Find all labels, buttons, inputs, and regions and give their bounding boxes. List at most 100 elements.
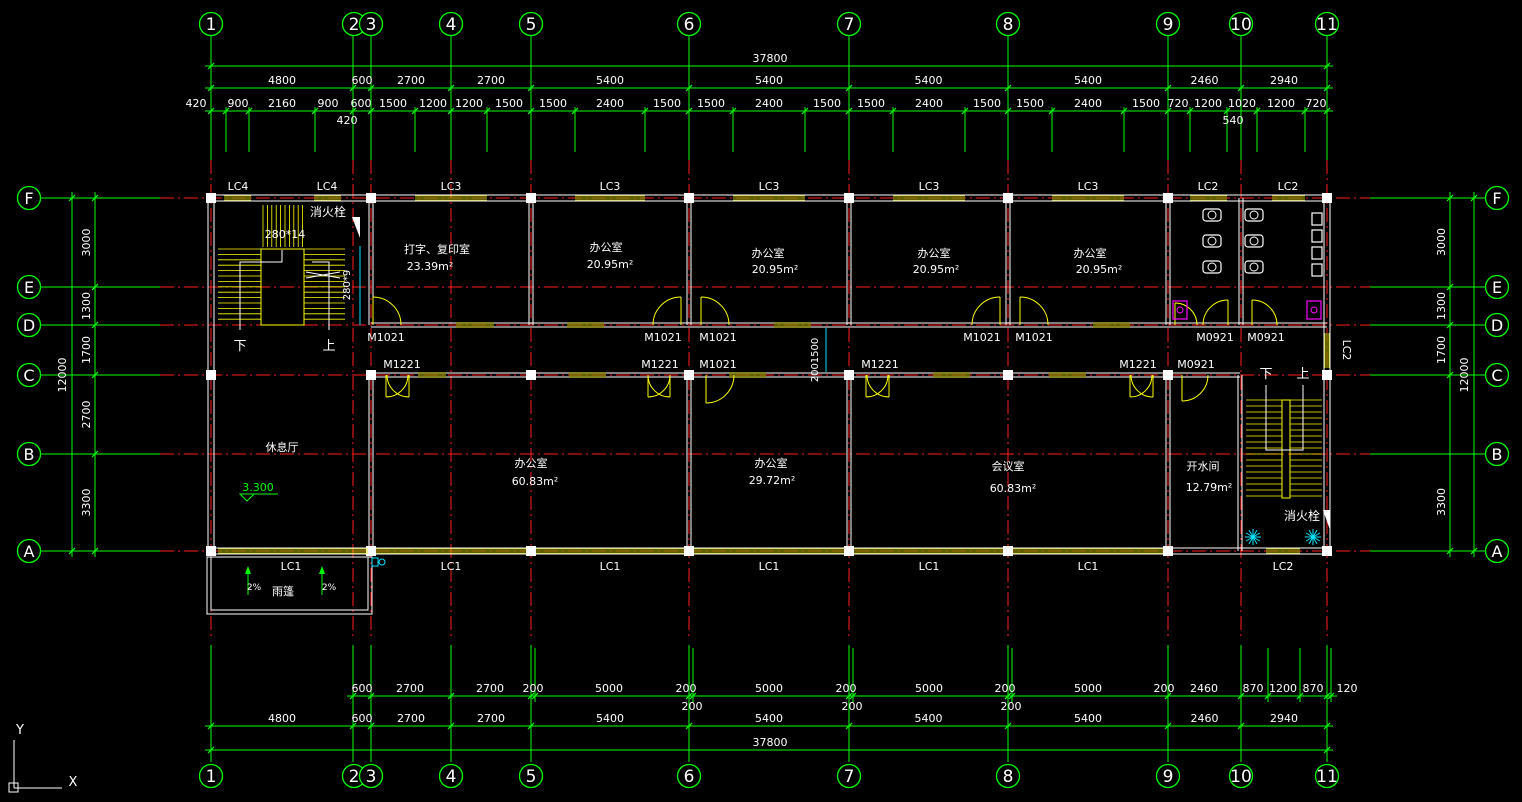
bottom-overall-dim: 37800	[753, 736, 788, 749]
bubble-label: 3	[366, 767, 377, 787]
dim-text: 2940	[1270, 712, 1298, 725]
room-area: 20.95m²	[1076, 263, 1123, 276]
left-total-dim: 12000	[56, 358, 69, 393]
top-overall-dim: 37800	[753, 52, 788, 65]
dim-text: 5400	[755, 74, 783, 87]
dim-tick	[68, 547, 76, 555]
plant-symbol	[1245, 532, 1254, 538]
bubble-circle	[198, 763, 224, 789]
pipe-marker	[378, 558, 386, 566]
toilet-bowl	[1249, 210, 1259, 220]
bubble-circle	[438, 763, 464, 789]
structural-column	[1322, 193, 1332, 203]
dim-tick	[207, 746, 215, 754]
door-swing	[372, 296, 402, 326]
dim-text: 5400	[915, 712, 943, 725]
stair-down-left: 下	[233, 339, 246, 354]
dim-text: 420	[186, 97, 207, 110]
toilet-fixture	[1202, 208, 1222, 222]
grid-bubble-row: A	[16, 538, 42, 564]
stair-up-left: 上	[322, 339, 335, 354]
dim-text: 900	[318, 97, 339, 110]
stair-well	[1281, 399, 1291, 499]
dim-text: 1200	[455, 97, 483, 110]
structural-column	[844, 370, 854, 380]
bubble-label: C	[23, 366, 34, 385]
stair-arrow	[1265, 385, 1304, 451]
room-name: 办公室	[590, 240, 623, 254]
toilet-fixture	[1244, 234, 1264, 248]
dim-text: 1700	[80, 336, 93, 364]
bubble-circle	[1484, 185, 1510, 211]
structural-column	[1003, 546, 1013, 556]
dimension-lines	[68, 62, 1478, 754]
bubble-circle	[16, 538, 42, 564]
grid-bubble-row: C	[1484, 362, 1510, 388]
structural-column	[206, 546, 216, 556]
grid-bubble-col: 9	[1155, 11, 1181, 37]
toilet-fixture	[1244, 208, 1264, 222]
grid-bubble-col: 7	[836, 11, 862, 37]
grid-bubble-row: B	[16, 441, 42, 467]
basin-fixture	[1306, 300, 1322, 320]
window-label: LC1	[600, 560, 621, 573]
grid-bubble-col: 4	[438, 763, 464, 789]
hydrant-marker	[352, 217, 360, 238]
bubble-label: 9	[1163, 15, 1174, 35]
dim-text: 2700	[476, 682, 504, 695]
bubble-circle	[198, 11, 224, 37]
canopy-label: 雨篷	[272, 584, 294, 598]
dim-text: 600	[352, 682, 373, 695]
dim-tick	[1470, 547, 1478, 555]
room-name: 打字、复印室	[404, 242, 470, 256]
plant-symbol	[1312, 532, 1321, 538]
dim-text: 1200	[419, 97, 447, 110]
dim-text: 1500	[539, 97, 567, 110]
dim-text: 3300	[80, 489, 93, 517]
level-triangle	[238, 493, 256, 502]
plant-symbol	[1312, 536, 1321, 542]
bubble-circle	[1484, 362, 1510, 388]
bubble-circle	[518, 11, 544, 37]
dim-tick	[1323, 746, 1331, 754]
dim-text: 5000	[915, 682, 943, 695]
bubble-circle	[836, 763, 862, 789]
door-swing	[865, 374, 889, 398]
structural-column	[1163, 370, 1173, 380]
grid-bubble-col: 11	[1314, 11, 1340, 37]
bubble-label: 6	[684, 767, 695, 787]
dim-text: 1500	[697, 97, 725, 110]
dim-text: 200	[836, 682, 857, 695]
toilet-fixture	[1202, 234, 1222, 248]
bubble-circle	[1484, 274, 1510, 300]
grid-bubble-row: D	[16, 312, 42, 338]
dim-text: 2460	[1190, 682, 1218, 695]
structural-column	[1163, 546, 1173, 556]
dim-text: 5400	[755, 712, 783, 725]
door-label: M1021	[699, 331, 737, 344]
window-label: LC1	[441, 560, 462, 573]
bubble-circle	[16, 441, 42, 467]
structural-column	[1003, 370, 1013, 380]
window-label: LC2	[1340, 340, 1353, 361]
dim-text: 3300	[1435, 488, 1448, 516]
dim-text: 2400	[1074, 97, 1102, 110]
door-swing	[705, 374, 735, 404]
door-swing	[866, 374, 890, 398]
door-label: M1021	[367, 331, 405, 344]
grid-bubble-col: 8	[995, 11, 1021, 37]
dim-text: 5400	[596, 74, 624, 87]
dim-text: 1500	[653, 97, 681, 110]
bubble-label: 8	[1003, 767, 1014, 787]
grid-bubble-col: 6	[676, 11, 702, 37]
bubble-label: 4	[446, 15, 457, 35]
door-label: M1021	[963, 331, 1001, 344]
grid-bubble-row: F	[16, 185, 42, 211]
hydrant-label-top: 消火栓	[310, 204, 346, 219]
door-swing	[1019, 296, 1049, 326]
room-name: 办公室	[515, 456, 548, 470]
dim-text: 420	[337, 114, 358, 127]
door-label: M1021	[699, 358, 737, 371]
plant-symbol	[1245, 536, 1254, 542]
